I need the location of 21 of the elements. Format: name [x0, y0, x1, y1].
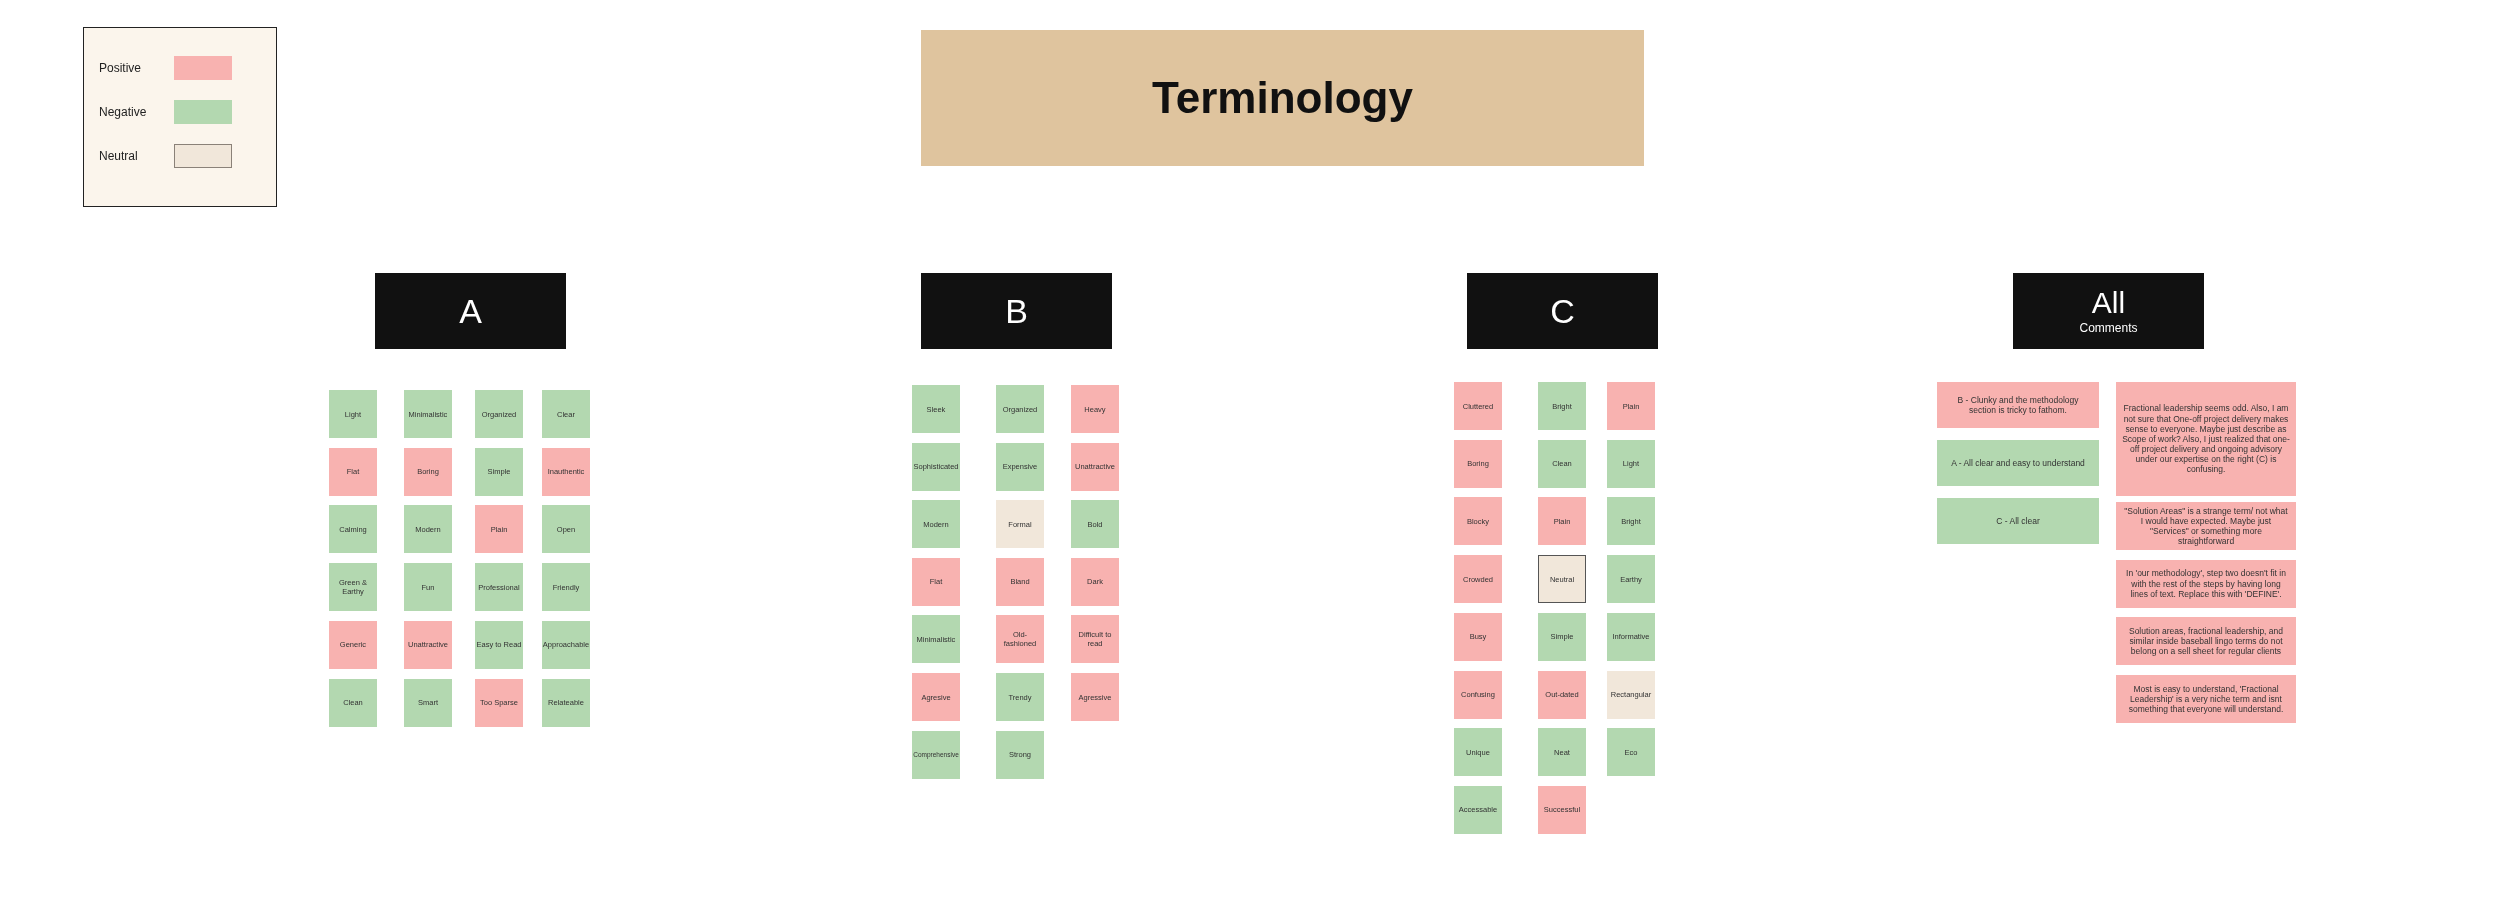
- comment-note: Fractional leadership seems odd. Also, I am not sure that One-off project delivery makes sense to everyone. Maybe just describe as Scope of work? Also, I just realized that one-off project delivery and ongoing advisory under our expertise on the right (C) is confusing.: [2116, 382, 2296, 496]
- header-title: All: [2091, 287, 2126, 318]
- comment-note: C - All clear: [1937, 498, 2099, 544]
- legend-label: Neutral: [99, 149, 138, 163]
- group-header: [1467, 273, 1658, 349]
- group-header: [921, 273, 1112, 349]
- comment-note: Most is easy to understand, 'Fractional Leadership' is a very niche term and isnt something that everyone will understand.: [2116, 675, 2296, 724]
- title-banner: Terminology: [921, 30, 1644, 166]
- group-header: [375, 273, 566, 349]
- group-header: [2013, 273, 2204, 349]
- header-title: C: [1550, 294, 1575, 328]
- header-title: A: [459, 294, 482, 328]
- comment-note: Solution areas, fractional leadership, and similar inside baseball lingo terms do not belong on a sell sheet for regular clients: [2116, 617, 2296, 666]
- header-title: B: [1005, 294, 1028, 328]
- comment-note: In 'our methodology', step two doesn't fit in with the rest of the steps by having long lines of text. Replace this with 'DEFINE'.: [2116, 559, 2296, 608]
- legend-label: Negative: [99, 105, 147, 119]
- comment-note: B - Clunky and the methodology section is tricky to fathom.: [1937, 382, 2099, 428]
- comment-note: A - All clear and easy to understand: [1937, 440, 2099, 486]
- header-subtitle: Comments: [2079, 320, 2138, 335]
- legend-label: Positive: [99, 61, 142, 75]
- comment-note: "Solution Areas" is a strange term/ not what I would have expected. Maybe just "Services" or something more straightforward: [2116, 502, 2296, 550]
